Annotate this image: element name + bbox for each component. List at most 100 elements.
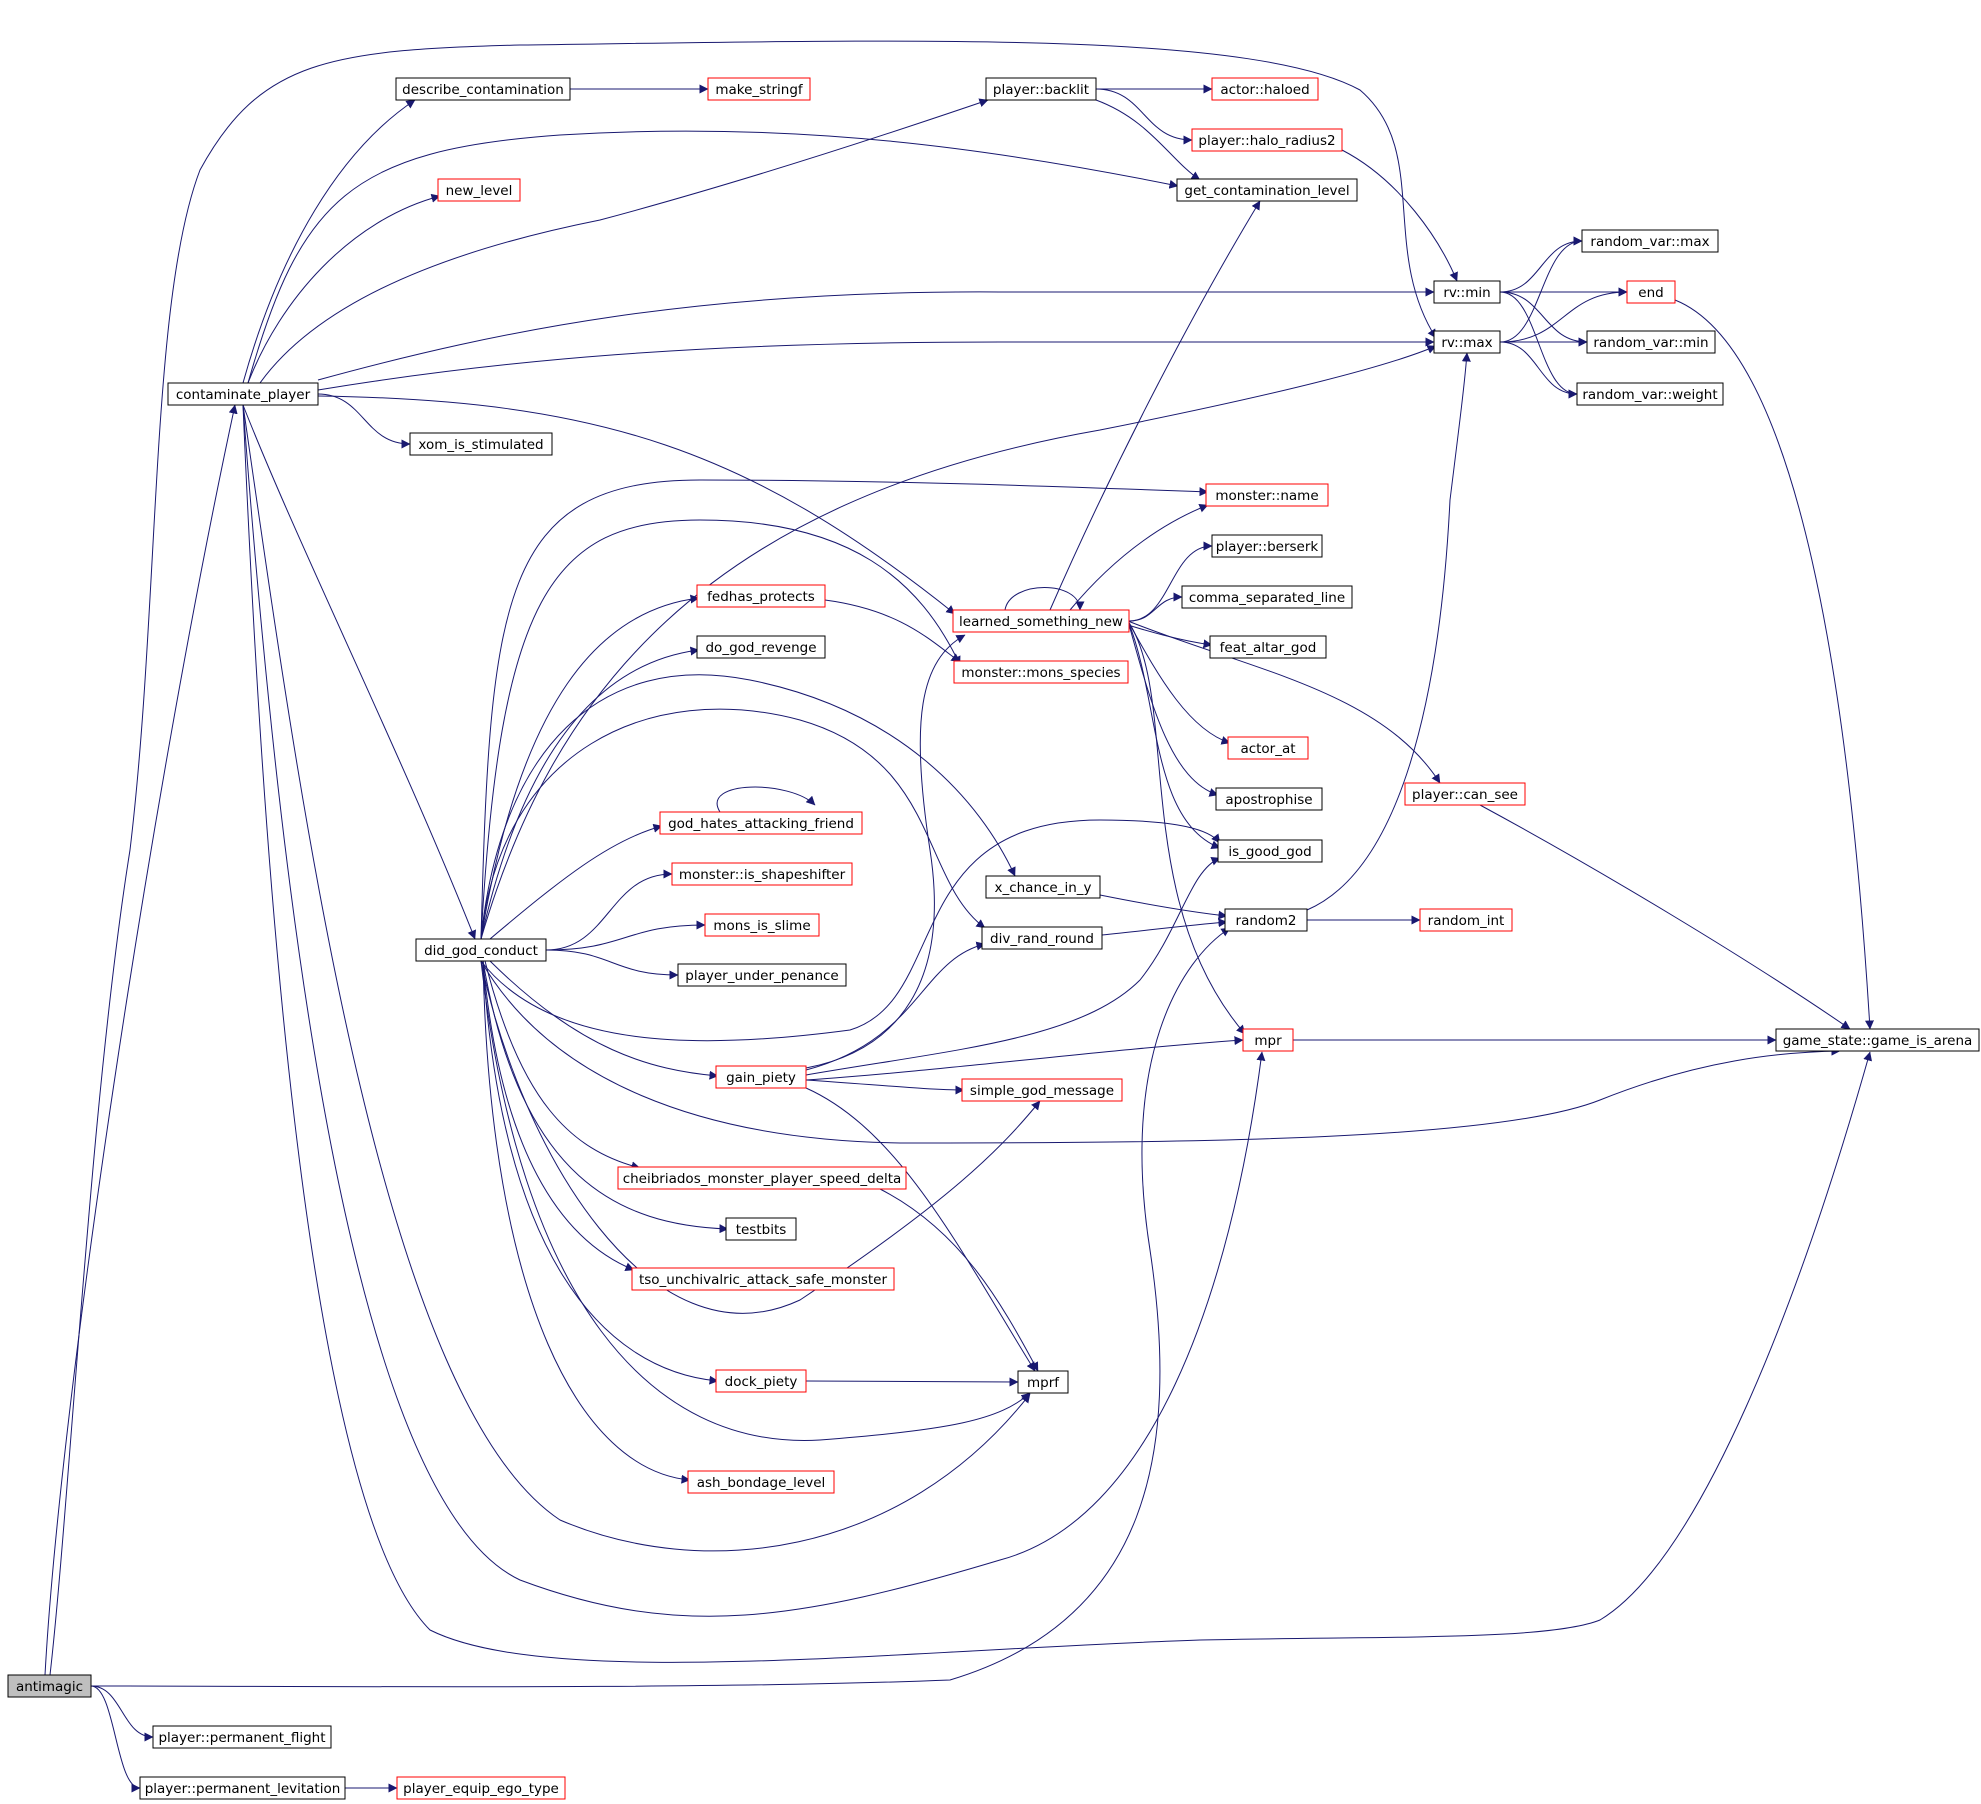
edge-antimagic-to-player-permanent-flight [90,1685,154,1742]
node-new-level[interactable]: new_level [437,178,521,202]
node-x-chance-in-y[interactable]: x_chance_in_y [985,875,1101,899]
node-player-can-see[interactable]: player::can_see [1404,782,1526,806]
node-monster-is-shapeshifter[interactable]: monster::is_shapeshifter [671,862,853,886]
node-cheibriados-monster-player-speed-delta[interactable]: cheibriados_monster_player_speed_delta [617,1166,907,1190]
node-actor-haloed[interactable]: actor::haloed [1211,77,1319,101]
node-end[interactable]: end [1626,280,1676,304]
node-label: player::can_see [1412,787,1518,803]
node-label: x_chance_in_y [994,880,1091,896]
node-apostrophise[interactable]: apostrophise [1215,787,1323,811]
node-player-berserk[interactable]: player::berserk [1211,534,1323,558]
node-random-int[interactable]: random_int [1419,908,1513,932]
node-dock-piety[interactable]: dock_piety [715,1369,807,1393]
node-testbits[interactable]: testbits [725,1217,797,1241]
node-box [1211,534,1323,558]
node-player-under-penance[interactable]: player_under_penance [677,963,847,987]
edge-learned-something-new-to-learned-something-new [1004,587,1085,611]
node-antimagic[interactable]: antimagic [7,1674,92,1698]
node-label: xom_is_stimulated [418,437,543,453]
node-monster-mons-species[interactable]: monster::mons_species [953,660,1129,684]
node-tso-unchivalric-attack-safe-monster[interactable]: tso_unchivalric_attack_safe_monster [631,1267,895,1291]
node-fedhas-protects[interactable]: fedhas_protects [696,584,826,608]
edge-contaminate-player-to-rv-max [317,337,1435,391]
node-player-equip-ego-type[interactable]: player_equip_ego_type [396,1776,566,1800]
edge-did-god-conduct-to-gain-piety [489,960,719,1080]
edge-antimagic-to-random2 [90,927,1231,1688]
node-div-rand-round[interactable]: div_rand_round [981,926,1103,950]
node-simple-god-message[interactable]: simple_god_message [961,1078,1123,1102]
edge-x-chance-in-y-to-random2 [1099,894,1228,920]
node-ash-bondage-level[interactable]: ash_bondage_level [687,1470,835,1494]
node-monster-name[interactable]: monster::name [1205,483,1329,507]
edge-did-god-conduct-to-fedhas-protects [480,594,700,940]
edge-contaminate-player-to-xom-is-stimulated [317,393,411,449]
node-gain-piety[interactable]: gain_piety [715,1065,807,1089]
node-contaminate-player[interactable]: contaminate_player [167,382,319,406]
node-label: get_contamination_level [1184,183,1349,199]
node-mpr[interactable]: mpr [1242,1028,1294,1052]
edge-learned-something-new-to-actor-at [1127,620,1231,745]
node-xom-is-stimulated[interactable]: xom_is_stimulated [409,432,553,456]
node-label: actor::haloed [1220,82,1309,98]
node-do-god-revenge[interactable]: do_god_revenge [696,635,826,659]
node-box [1017,1370,1069,1394]
node-label: fedhas_protects [707,589,815,605]
node-learned-something-new[interactable]: learned_something_new [952,609,1130,633]
node-did-god-conduct[interactable]: did_god_conduct [415,938,547,962]
node-random-var-max[interactable]: random_var::max [1581,229,1719,253]
node-actor-at[interactable]: actor_at [1227,736,1309,760]
node-box [415,938,547,962]
edge-learned-something-new-to-feat-altar-god [1127,624,1213,649]
node-label: do_god_revenge [705,640,816,656]
node-rv-max[interactable]: rv::max [1433,330,1501,354]
node-label: player::halo_radius2 [1198,133,1335,149]
edge-gain-piety-to-mprf [805,1087,1036,1372]
node-random-var-min[interactable]: random_var::min [1586,330,1716,354]
node-mprf[interactable]: mprf [1017,1370,1069,1394]
edge-contaminate-player-to-game-state-game-is-arena [242,404,1873,1663]
node-label: learned_something_new [959,614,1123,630]
node-feat-altar-god[interactable]: feat_altar_god [1209,635,1327,659]
edge-dock-piety-to-mprf [805,1377,1019,1387]
edge-did-god-conduct-to-monster-is-shapeshifter [545,869,673,951]
node-box [696,635,826,659]
node-make-stringf[interactable]: make_stringf [707,77,811,101]
node-box [725,1217,797,1241]
edge-gain-piety-to-mpr [805,1036,1244,1081]
node-player-permanent-levitation[interactable]: player::permanent_levitation [139,1776,346,1800]
node-player-halo-radius2[interactable]: player::halo_radius2 [1191,128,1343,152]
node-get-contamination-level[interactable]: get_contamination_level [1176,178,1358,202]
node-random2[interactable]: random2 [1224,908,1308,932]
node-is-good-god[interactable]: is_good_god [1217,839,1323,863]
edge-rv-max-to-random-var-max [1499,236,1583,343]
node-random-var-weight[interactable]: random_var::weight [1576,382,1724,406]
node-box [671,862,853,886]
node-label: monster::mons_species [961,665,1120,681]
node-comma-separated-line[interactable]: comma_separated_line [1181,585,1353,609]
edge-rv-max-to-random-var-weight [1499,341,1578,399]
node-player-backlit[interactable]: player::backlit [985,77,1097,101]
node-box [139,1776,346,1800]
node-label: tso_unchivalric_attack_safe_monster [639,1272,887,1288]
node-box [1576,382,1724,406]
edge-contaminate-player-to-rv-min [317,287,1435,381]
edge-random2-to-rv-max [1306,352,1471,911]
edge-rv-min-to-random-var-max [1499,236,1583,293]
node-box [1205,483,1329,507]
node-box [952,609,1130,633]
edge-gain-piety-to-simple-god-message [805,1079,965,1095]
node-label: mpr [1254,1033,1282,1049]
node-label: player::backlit [993,82,1089,98]
edge-did-god-conduct-to-mons-is-slime [545,920,706,951]
node-god-hates-attacking-friend[interactable]: god_hates_attacking_friend [659,811,863,835]
node-player-permanent-flight[interactable]: player::permanent_flight [152,1725,332,1749]
node-rv-min[interactable]: rv::min [1433,280,1501,304]
node-box [687,1470,835,1494]
node-describe-contamination[interactable]: describe_contamination [395,77,571,101]
node-game-state-game-is-arena[interactable]: game_state::game_is_arena [1775,1028,1980,1052]
node-box [396,1776,566,1800]
node-layer: antimagic contaminate_player describe_cont… [7,77,1980,1800]
edge-contaminate-player-to-player-backlit [259,98,989,384]
node-mons-is-slime[interactable]: mons_is_slime [704,913,820,937]
